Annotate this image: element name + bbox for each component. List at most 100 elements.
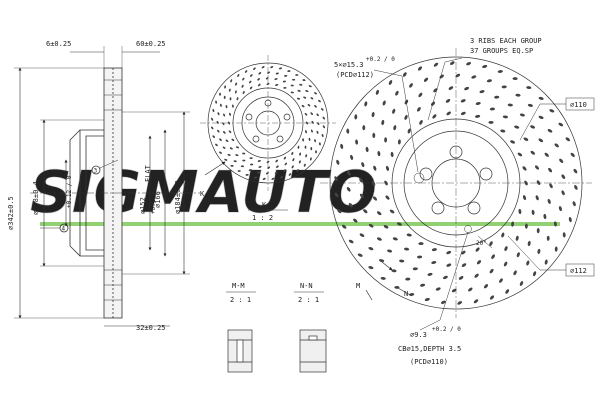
perforation-hole xyxy=(384,137,388,143)
perforation-hole xyxy=(404,247,410,251)
perforation-hole xyxy=(304,112,308,116)
perforation-hole xyxy=(544,152,549,157)
perforation-hole xyxy=(340,143,344,149)
perforation-hole xyxy=(565,137,571,142)
perforation-hole xyxy=(354,114,358,120)
perforation-hole xyxy=(321,108,324,111)
perforation-hole xyxy=(544,259,548,265)
perforation-hole xyxy=(515,235,519,241)
perforation-hole xyxy=(216,120,219,124)
perforation-hole xyxy=(522,195,527,201)
section-n-n: N-N 2 : 1 xyxy=(294,282,327,373)
perforation-hole xyxy=(362,125,366,131)
small-hole-tol: +0.2 / 0 xyxy=(432,326,461,333)
perforation-hole xyxy=(440,300,446,304)
large-disc-perforations xyxy=(334,61,578,305)
perforation-hole xyxy=(399,259,405,263)
perforation-hole xyxy=(371,181,376,186)
perforation-hole xyxy=(407,128,411,134)
perforation-hole xyxy=(258,165,262,168)
small-disc-perforations xyxy=(211,66,325,180)
perforation-hole xyxy=(512,77,518,81)
perforation-hole xyxy=(460,111,466,116)
perforation-hole xyxy=(368,266,374,270)
perforation-hole xyxy=(223,95,226,99)
dim-6: 6±0.25 xyxy=(46,40,71,48)
perforation-hole xyxy=(265,77,269,80)
perforation-hole xyxy=(385,165,390,171)
dim-32: 32±0.25 xyxy=(136,324,166,332)
perforation-hole xyxy=(346,186,351,192)
perforation-hole xyxy=(305,121,309,125)
perforation-hole xyxy=(283,87,287,89)
perforation-hole xyxy=(222,146,226,149)
dim-d166: ⌀166 xyxy=(154,191,162,208)
perforation-hole xyxy=(295,74,299,76)
perforation-hole xyxy=(503,261,508,267)
perforation-hole xyxy=(372,196,378,201)
perforation-hole xyxy=(224,85,227,89)
perforation-hole xyxy=(305,90,309,93)
perforation-hole xyxy=(464,86,470,91)
section-mm-scale: 2 : 1 xyxy=(230,296,251,304)
perforation-hole xyxy=(355,139,359,145)
perforation-hole xyxy=(261,66,265,69)
perforation-hole xyxy=(288,173,292,176)
watermark-text: SIGMAUTO xyxy=(30,158,377,226)
perforation-hole xyxy=(211,117,214,121)
perforation-hole xyxy=(228,130,232,134)
perforation-hole xyxy=(304,145,307,149)
perforation-hole xyxy=(348,203,353,208)
perforation-hole xyxy=(229,147,233,150)
perforation-hole xyxy=(393,125,397,131)
perforation-hole xyxy=(451,288,457,293)
perforation-hole xyxy=(368,223,374,228)
perforation-hole xyxy=(217,112,220,116)
perforation-hole xyxy=(353,218,358,223)
perforation-hole xyxy=(316,130,319,134)
dim-d184: ⌀184±0.8 xyxy=(174,180,182,214)
perforation-hole xyxy=(500,129,506,133)
perforation-hole xyxy=(548,167,553,173)
perforation-hole xyxy=(570,152,575,158)
perforation-hole xyxy=(334,176,338,181)
large-front-view xyxy=(320,48,595,331)
perforation-hole xyxy=(418,92,423,98)
perforation-hole xyxy=(458,276,464,280)
perforation-hole xyxy=(417,255,423,259)
perforation-hole xyxy=(235,82,238,86)
perforation-hole xyxy=(274,78,278,81)
perforation-hole xyxy=(375,89,379,95)
perforation-hole xyxy=(359,233,365,238)
perforation-hole xyxy=(442,275,448,280)
perforation-hole xyxy=(258,72,262,75)
perforation-hole xyxy=(224,158,228,161)
perforation-hole xyxy=(223,113,226,117)
perforation-hole xyxy=(309,157,312,161)
perforation-hole xyxy=(423,77,429,82)
section-nn-scale: 2 : 1 xyxy=(298,296,319,304)
perforation-hole xyxy=(217,129,220,133)
side-view-labels: 6±0.25 60±0.25 32±0.25 ⌀342±0.5 ⌀178±0.4… xyxy=(7,40,182,332)
perforation-hole xyxy=(316,113,319,117)
perforation-hole xyxy=(499,278,503,283)
perforation-hole xyxy=(231,138,235,142)
perforation-hole xyxy=(212,108,215,113)
perforation-hole xyxy=(229,97,232,101)
perforation-hole xyxy=(518,208,522,215)
perforation-hole xyxy=(211,126,214,130)
perforation-hole xyxy=(267,71,271,74)
perforation-hole xyxy=(554,143,559,148)
section-nn-title: N-N xyxy=(300,282,313,290)
perforation-hole xyxy=(522,166,527,171)
perforation-hole xyxy=(299,83,303,86)
perforation-hole xyxy=(526,260,530,266)
perforation-hole xyxy=(388,80,393,85)
perforation-hole xyxy=(347,170,351,176)
perforation-hole xyxy=(219,151,222,154)
perforation-hole xyxy=(240,165,244,168)
perforation-hole xyxy=(219,92,221,96)
perforation-hole xyxy=(368,246,374,251)
perforation-hole xyxy=(229,112,231,116)
perforation-hole xyxy=(373,165,377,171)
